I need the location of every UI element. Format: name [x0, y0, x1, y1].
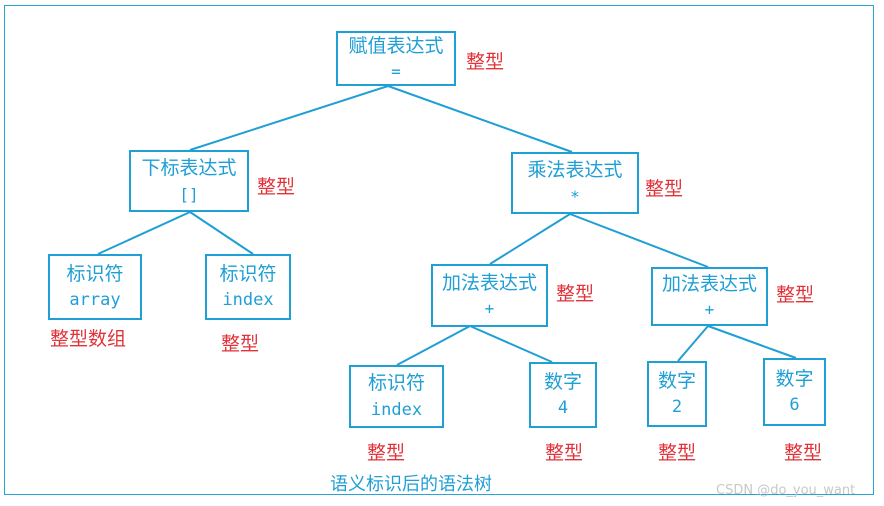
- node-assignment-expr: 赋值表达式 =: [336, 31, 456, 86]
- type-label: 整型: [556, 283, 595, 305]
- node-name: 标识符: [367, 372, 425, 394]
- type-label: 整型: [658, 442, 697, 464]
- node-number-4: 数字 4: [529, 362, 597, 428]
- edge-index-array: [97, 211, 191, 255]
- edge-add2-num6: [707, 325, 797, 359]
- node-number-2: 数字 2: [647, 361, 707, 427]
- node-symbol: +: [704, 300, 715, 320]
- edge-mul-add2: [569, 213, 709, 268]
- node-name: 赋值表达式: [348, 34, 444, 57]
- node-symbol: 6: [789, 395, 800, 416]
- node-name: 下标表达式: [141, 157, 237, 180]
- node-number-6: 数字 6: [763, 358, 826, 426]
- node-symbol: =: [391, 62, 401, 82]
- edge-add1-id: [396, 325, 471, 366]
- type-label: 整型: [776, 284, 815, 306]
- node-identifier-index-2: 标识符 index: [349, 365, 444, 428]
- type-label: 整型数组: [50, 328, 127, 350]
- node-identifier-index: 标识符 index: [205, 254, 291, 320]
- node-name: 乘法表达式: [527, 159, 623, 182]
- node-name: 数字: [775, 367, 814, 390]
- node-name: 数字: [543, 370, 582, 393]
- node-symbol: 2: [671, 397, 683, 418]
- edge-mul-add1: [489, 213, 571, 265]
- node-symbol: index: [370, 399, 423, 420]
- edge-index-id: [189, 211, 254, 255]
- type-label: 整型: [257, 176, 296, 198]
- type-label: 整型: [367, 442, 406, 464]
- diagram-frame: [4, 5, 874, 495]
- node-identifier-array: 标识符 array: [48, 254, 142, 320]
- node-add-expr-2: 加法表达式 +: [651, 267, 768, 326]
- node-symbol: 4: [557, 398, 569, 419]
- edge-add2-num2: [677, 325, 709, 362]
- node-name: 加法表达式: [441, 271, 537, 294]
- node-symbol: index: [222, 290, 274, 311]
- node-index-expr: 下标表达式 []: [129, 150, 249, 212]
- type-label: 整型: [645, 178, 684, 200]
- node-symbol: array: [69, 290, 121, 311]
- type-label: 整型: [545, 442, 584, 464]
- edge-root-mul: [387, 85, 573, 153]
- node-name: 加法表达式: [661, 272, 757, 295]
- node-symbol: +: [484, 299, 495, 319]
- edge-add1-num4: [469, 325, 553, 363]
- node-mul-expr: 乘法表达式 *: [511, 152, 639, 214]
- node-name: 数字: [657, 369, 696, 392]
- node-symbol: []: [179, 184, 199, 204]
- type-label: 整型: [221, 333, 260, 355]
- type-label: 整型: [466, 51, 505, 73]
- type-label: 整型: [784, 442, 823, 464]
- edge-root-index: [189, 85, 389, 151]
- node-name: 标识符: [66, 262, 124, 285]
- node-symbol: *: [570, 186, 580, 206]
- node-add-expr-1: 加法表达式 +: [431, 264, 548, 327]
- watermark: CSDN @do_you_want: [716, 483, 856, 498]
- node-name: 标识符: [219, 262, 277, 285]
- diagram-caption: 语义标识后的语法树: [330, 474, 492, 495]
